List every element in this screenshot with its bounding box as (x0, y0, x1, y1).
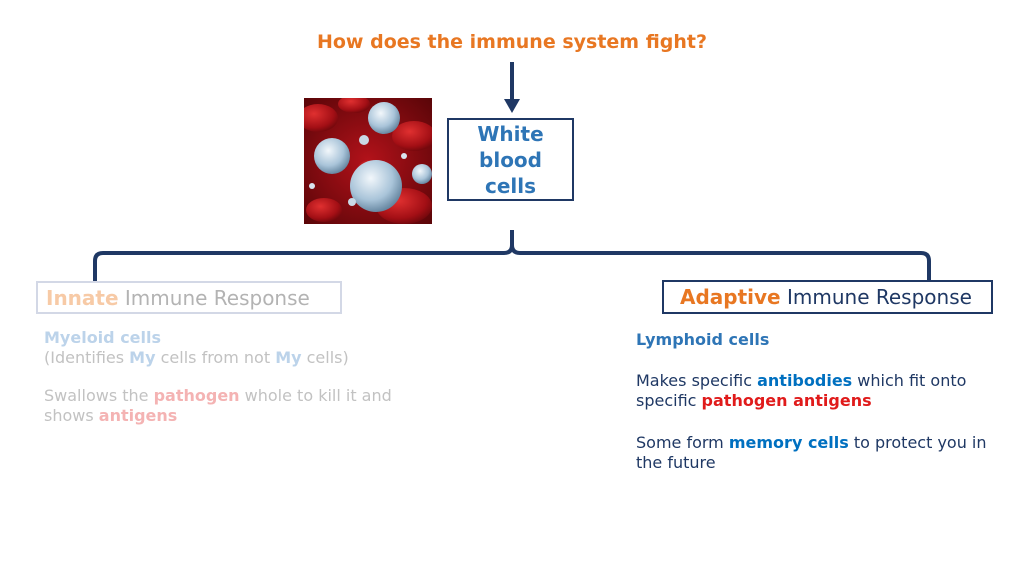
innate-paragraph-2: Swallows the pathogen whole to kill it a… (44, 386, 424, 426)
text-span: specific (636, 391, 702, 410)
text-span: Makes specific (636, 371, 758, 390)
wbc-line-3: cells (484, 173, 537, 198)
adaptive-header-rest: Immune Response (780, 285, 972, 309)
text-span: which fit onto (852, 371, 967, 390)
text-span: cells) (301, 348, 349, 367)
text-span: the future (636, 453, 716, 472)
innate-response-header: Innate Immune Response (36, 281, 342, 314)
highlight-antigens: antigens (98, 406, 178, 425)
highlight-pathogen-antigens: pathogen antigens (701, 391, 872, 410)
innate-header-accent: Innate (46, 285, 119, 310)
text-span: (Identifies (44, 348, 130, 367)
text-span: cells from not (155, 348, 276, 367)
innate-header-rest: Immune Response (118, 285, 310, 310)
adaptive-paragraph-1: Makes specific antibodies which fit onto… (636, 371, 1006, 411)
text-span: Some form (636, 433, 729, 452)
highlight-my: My (129, 348, 156, 367)
white-blood-cells-box: White blood cells (447, 118, 574, 201)
highlight-memory-cells: memory cells (728, 433, 849, 452)
adaptive-body: Lymphoid cells Makes specific antibodies… (636, 330, 1006, 473)
split-bracket (93, 230, 931, 281)
adaptive-paragraph-2: Some form memory cells to protect you in… (636, 433, 1006, 473)
text-span: whole to kill it and (239, 386, 392, 405)
page-title: How does the immune system fight? (316, 31, 708, 53)
wbc-line-2: blood (479, 147, 542, 172)
blood-cells-image (304, 98, 432, 224)
text-span: Swallows the (44, 386, 154, 405)
text-span: to protect you in (848, 433, 987, 452)
text-span: shows (44, 406, 99, 425)
adaptive-cell-type: Lymphoid cells (636, 330, 770, 349)
blood-cells-photo-icon (304, 98, 432, 224)
adaptive-header-accent: Adaptive (680, 285, 781, 309)
wbc-line-1: White (477, 121, 544, 146)
highlight-antibodies: antibodies (757, 371, 853, 390)
innate-cell-type: Myeloid cells (44, 328, 162, 347)
innate-paragraph-1: (Identifies My cells from not My cells) (44, 348, 424, 368)
adaptive-response-header: Adaptive Immune Response (662, 280, 993, 314)
highlight-my: My (275, 348, 302, 367)
innate-body: Myeloid cells (Identifies My cells from … (44, 328, 424, 426)
down-arrow-head (504, 99, 520, 113)
highlight-pathogen: pathogen (153, 386, 240, 405)
